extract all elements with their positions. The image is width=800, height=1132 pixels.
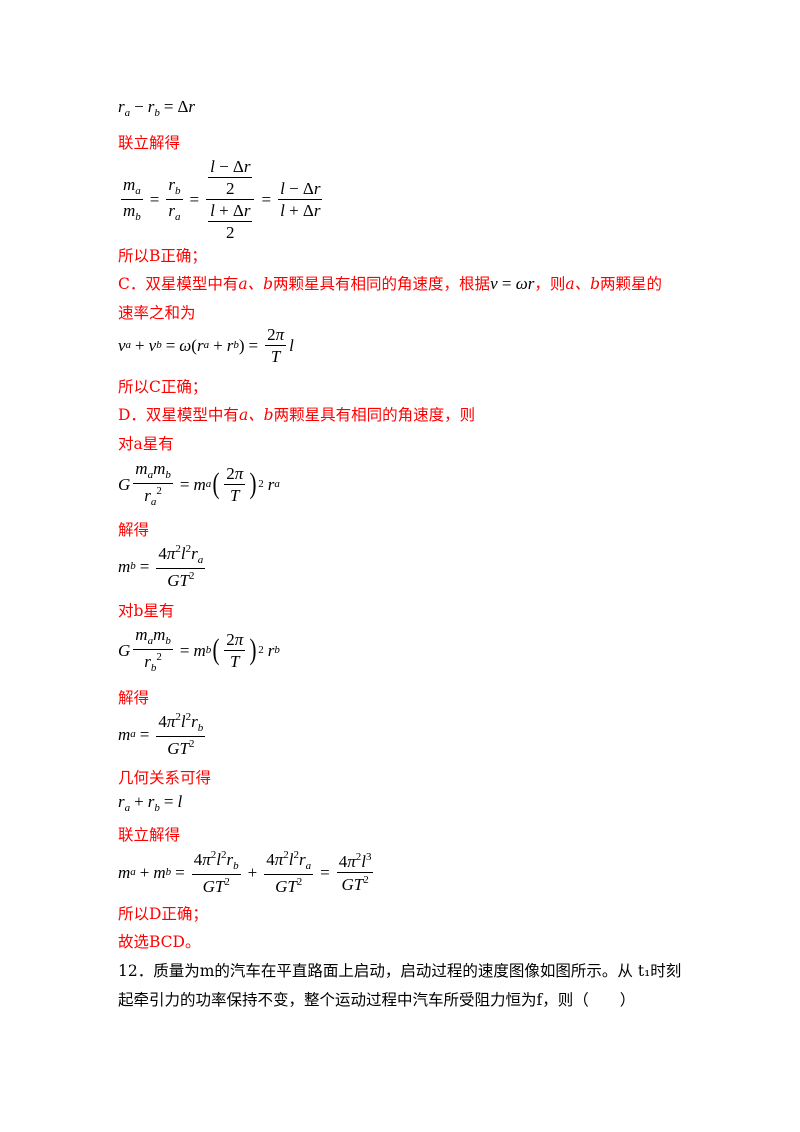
text-line-d: D．双星模型中有a、b两颗星具有相同的角速度，则 (118, 406, 476, 424)
equation-radius-sum: ra+rb=l (118, 792, 183, 814)
text-line: 联立解得 (118, 826, 181, 844)
question-12-line-1: 12．质量为m的汽车在平直路面上启动，启动过程的速度图像如图所示。从 t₁时刻 (118, 962, 682, 980)
text-line: 所以C正确； (118, 378, 208, 396)
text-line: 速率之和为 (118, 304, 196, 322)
text-line-c: C．双星模型中有a、b两颗星具有相同的角速度，根据v = ωr，则a、b两颗星的 (118, 274, 663, 293)
text-line-answer: 故选BCD。 (118, 933, 201, 951)
text-line: 对b星有 (118, 602, 175, 620)
text-line: 联立解得 (118, 134, 181, 152)
text-line: 对a星有 (118, 435, 174, 453)
text-line: 所以D正确； (118, 905, 208, 923)
text-line: 所以B正确； (118, 247, 207, 265)
text-line: 几何关系可得 (118, 769, 212, 787)
text-line: 解得 (118, 689, 150, 707)
text-line: 解得 (118, 521, 150, 539)
equation-radius-difference: ra−rb=Δr (118, 97, 195, 119)
question-12-line-2: 起牵引力的功率保持不变，整个运动过程中汽车所受阻力恒为f，则（ ） (118, 991, 636, 1009)
